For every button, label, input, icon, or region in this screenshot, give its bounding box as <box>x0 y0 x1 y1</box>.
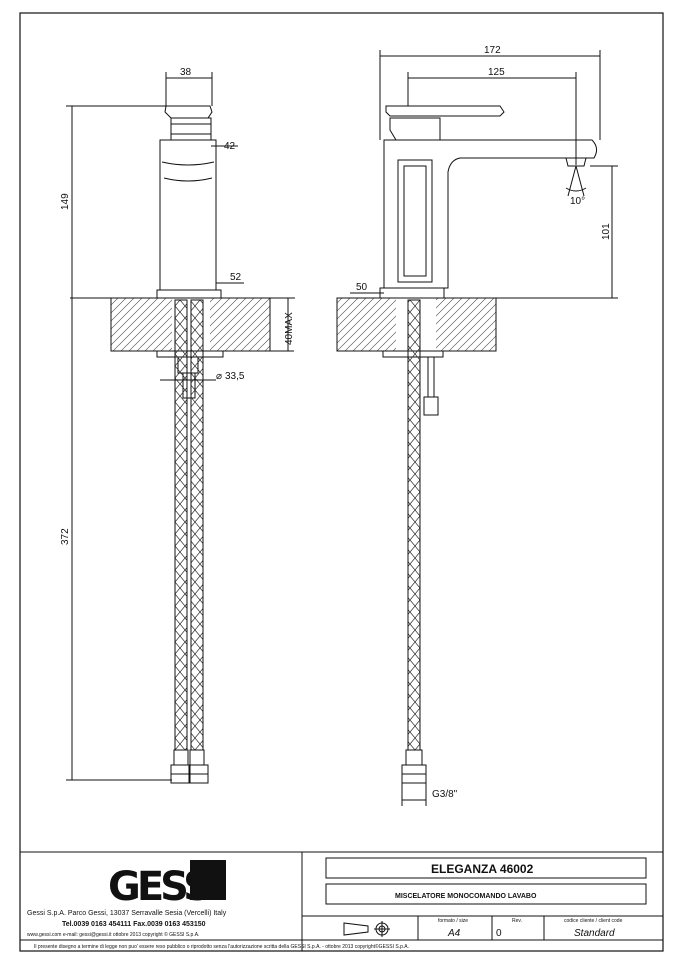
diameter-symbol: ⌀ <box>216 371 222 382</box>
product-title: ELEGANZA 46002 <box>431 862 534 876</box>
dim-149: 149 <box>60 193 71 210</box>
front-view <box>66 72 295 784</box>
dim-38: 38 <box>180 67 192 78</box>
dim-g3-8: G3/8" <box>432 789 458 800</box>
format-value: A4 <box>447 928 461 939</box>
client-code-value: Standard <box>574 928 615 939</box>
format-label: formato / size <box>438 918 468 924</box>
legal-footer: Il presente disegno a termine di legge n… <box>34 943 409 950</box>
dim-372: 372 <box>60 528 71 545</box>
company-web: www.gessi.com e-mail: gessi@gessi.it ott… <box>27 931 199 938</box>
client-code-label: codice cliente / client code <box>564 918 623 924</box>
dim-101: 101 <box>601 223 612 240</box>
dim-52: 52 <box>230 272 242 283</box>
company-phone: Tel.0039 0163 454111 Fax.0039 0163 45315… <box>62 921 206 928</box>
dim-10deg: 10° <box>570 196 585 207</box>
supply-hose-side <box>407 299 421 751</box>
supply-hose-left <box>174 299 188 751</box>
dim-172: 172 <box>484 45 501 56</box>
product-description: MISCELATORE MONOCOMANDO LAVABO <box>395 893 537 900</box>
side-view <box>336 50 618 806</box>
dim-33-5: 33,5 <box>225 371 245 382</box>
company-address: Gessi S.p.A. Parco Gessi, 13037 Serraval… <box>27 910 227 917</box>
dim-42: 42 <box>224 141 236 152</box>
rev-label: Rev. <box>512 918 522 924</box>
dim-50: 50 <box>356 282 368 293</box>
dim-125: 125 <box>488 67 505 78</box>
gessi-logo-block <box>190 860 226 900</box>
title-block <box>20 851 663 951</box>
supply-hose-right <box>190 299 204 751</box>
dim-40max: 40MAX <box>284 312 295 345</box>
rev-value: 0 <box>496 928 502 939</box>
sheet-border <box>19 12 664 952</box>
